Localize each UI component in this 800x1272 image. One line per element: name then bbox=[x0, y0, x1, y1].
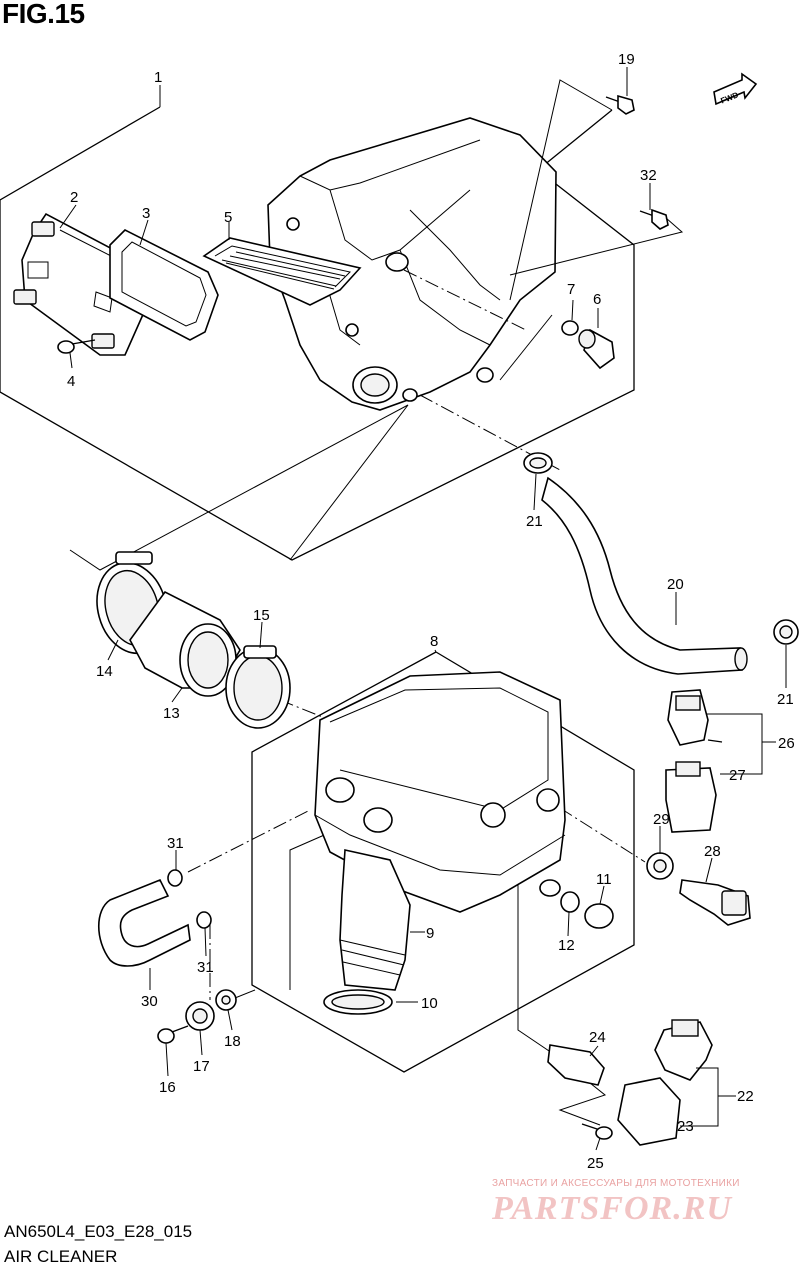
bolt-16 bbox=[157, 1025, 189, 1044]
callout-20: 20 bbox=[667, 576, 684, 593]
bracket-22-23 bbox=[680, 1067, 719, 1127]
clamp-10 bbox=[323, 989, 393, 1015]
sensor-26 bbox=[667, 689, 723, 746]
callout-11: 11 bbox=[596, 871, 612, 888]
callout-19: 19 bbox=[618, 51, 635, 68]
diagram-caption: AIR CLEANER bbox=[4, 1247, 118, 1266]
drain-hose-9 bbox=[339, 849, 411, 991]
callout-21-upper: 21 bbox=[526, 513, 543, 530]
callout-18: 18 bbox=[224, 1033, 241, 1050]
bolt-19 bbox=[605, 94, 635, 115]
watermark-logo: PARTSFOR.RU bbox=[492, 1190, 732, 1227]
clamp-21-upper bbox=[523, 452, 553, 474]
diagram-code: AN650L4_E03_E28_015 bbox=[4, 1222, 193, 1241]
bracket-24 bbox=[547, 1044, 605, 1086]
callout-29: 29 bbox=[653, 811, 670, 828]
breather-hose-20 bbox=[541, 476, 748, 675]
callout-7: 7 bbox=[567, 281, 575, 298]
callout-25: 25 bbox=[587, 1155, 604, 1172]
bolt-32 bbox=[639, 208, 669, 230]
seal-3 bbox=[109, 229, 219, 341]
dash-line bbox=[187, 809, 311, 873]
lower-case-8 bbox=[314, 671, 566, 913]
temperature-sensor-28 bbox=[679, 879, 751, 926]
callout-1: 1 bbox=[154, 69, 162, 86]
drain-plug-6 bbox=[578, 328, 615, 370]
callout-31-upper: 31 bbox=[167, 835, 184, 852]
callout-10: 10 bbox=[421, 995, 438, 1012]
fwd-arrow: FWD bbox=[713, 72, 758, 106]
bracket-26-27 bbox=[706, 713, 763, 775]
callout-5: 5 bbox=[224, 209, 232, 226]
callout-17: 17 bbox=[193, 1058, 210, 1075]
assembly-8-outline bbox=[251, 651, 635, 1073]
callout-15: 15 bbox=[253, 607, 270, 624]
dash-line bbox=[559, 807, 646, 863]
callout-22: 22 bbox=[737, 1088, 754, 1105]
dash-line bbox=[403, 269, 527, 331]
callout-27: 27 bbox=[729, 767, 746, 784]
callout-28: 28 bbox=[704, 843, 721, 860]
callout-23: 23 bbox=[677, 1118, 694, 1135]
routing-line bbox=[509, 79, 613, 301]
callout-32: 32 bbox=[640, 167, 657, 184]
callout-4: 4 bbox=[67, 373, 75, 390]
clamp-31-upper bbox=[167, 869, 183, 887]
callout-16: 16 bbox=[159, 1079, 176, 1096]
routing-line bbox=[499, 314, 553, 381]
callout-13: 13 bbox=[163, 705, 180, 722]
leader-lines bbox=[59, 67, 787, 1151]
routing-line bbox=[69, 404, 409, 571]
callout-14: 14 bbox=[96, 663, 113, 680]
collar-18 bbox=[215, 989, 237, 1011]
clamp-21-lower bbox=[773, 619, 799, 645]
callout-3: 3 bbox=[142, 205, 150, 222]
watermark-tagline: ЗАПЧАСТИ И АКСЕССУАРЫ ДЛЯ МОТОТЕХНИКИ bbox=[492, 1178, 740, 1189]
callout-30: 30 bbox=[141, 993, 158, 1010]
hose-30 bbox=[98, 878, 191, 967]
leader-8 bbox=[434, 649, 437, 653]
washer-29 bbox=[646, 852, 674, 880]
callout-9: 9 bbox=[426, 925, 434, 942]
clamp-7 bbox=[561, 320, 579, 336]
callout-2: 2 bbox=[70, 189, 78, 206]
callout-12: 12 bbox=[558, 937, 575, 954]
callout-numbers: 1 2 3 4 5 6 7 8 9 10 11 12 13 14 15 16 1… bbox=[67, 51, 795, 1172]
callout-8: 8 bbox=[430, 633, 438, 650]
clamp-12 bbox=[560, 891, 580, 913]
screw-4 bbox=[57, 339, 96, 354]
air-filter-element bbox=[202, 222, 362, 306]
figure-title: FIG.15 bbox=[2, 0, 85, 29]
sensor-22 bbox=[654, 1019, 713, 1081]
callout-21-lower: 21 bbox=[777, 691, 794, 708]
callout-26: 26 bbox=[778, 735, 795, 752]
callout-6: 6 bbox=[593, 291, 601, 308]
cover-23 bbox=[617, 1077, 681, 1146]
grommet-17 bbox=[185, 1001, 215, 1031]
screw-25 bbox=[581, 1123, 613, 1140]
upper-case bbox=[267, 117, 557, 411]
cover-27 bbox=[665, 761, 717, 833]
clamp-15 bbox=[225, 645, 291, 729]
cap-11 bbox=[584, 903, 614, 929]
callout-31-lower: 31 bbox=[197, 959, 214, 976]
routing-line bbox=[509, 217, 684, 276]
callout-24: 24 bbox=[589, 1029, 606, 1046]
clamp-31-lower bbox=[196, 911, 212, 929]
